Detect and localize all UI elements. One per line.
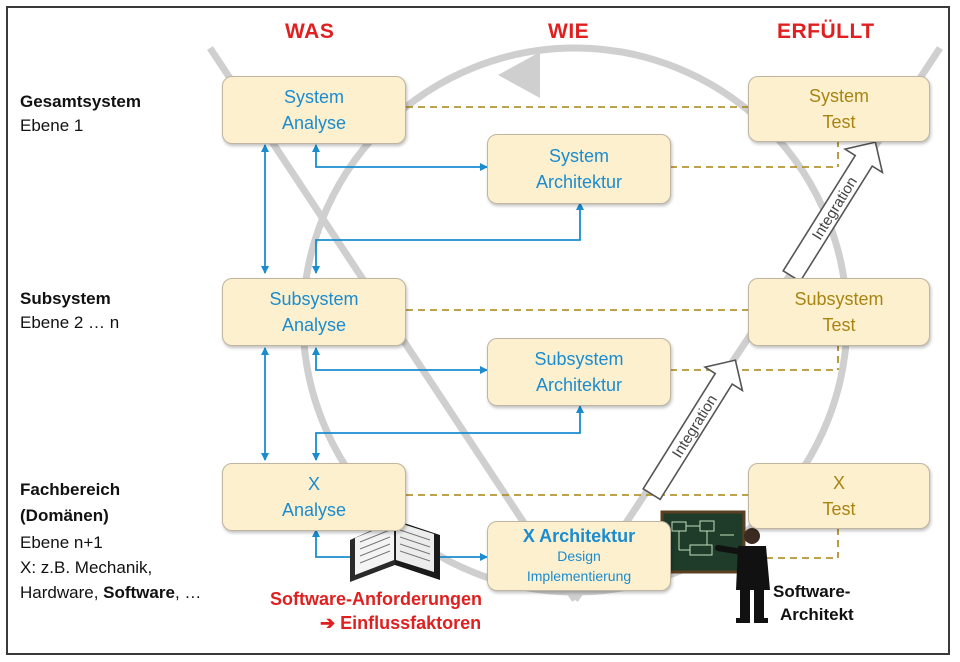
level-fach-title1: Fachbereich (20, 480, 121, 499)
integration-arrow-upper (782, 141, 884, 283)
level-fach-line3c: , … (174, 583, 202, 602)
box-subsystem-test[interactable]: Subsystem Test (748, 278, 930, 346)
architekt-line1: Software- (773, 582, 851, 601)
box-subsystem-architektur-line2: Architektur (535, 375, 623, 395)
box-x-analyse[interactable]: X Analyse (222, 463, 406, 531)
box-system-architektur-line2: Architektur (535, 172, 623, 192)
architect-at-chalkboard-icon (660, 510, 770, 623)
box-x-analyse-line1: X (307, 474, 320, 494)
box-system-analyse[interactable]: System Analyse (222, 76, 406, 144)
box-system-test-line2: Test (822, 112, 856, 132)
box-x-test-line1: X (832, 473, 845, 493)
box-subsystem-architektur-line1: Subsystem (534, 349, 624, 369)
blue-arrows (261, 144, 584, 561)
box-x-test[interactable]: X Test (748, 463, 930, 529)
box-system-architektur[interactable]: System Architektur (487, 134, 671, 204)
level-fach-line2: X: z.B. Mechanik, (20, 558, 153, 577)
box-subsystem-architektur[interactable]: Subsystem Architektur (487, 338, 671, 406)
box-system-analyse-line2: Analyse (281, 113, 347, 133)
box-subsystem-analyse[interactable]: Subsystem Analyse (222, 278, 406, 346)
open-book-icon (350, 520, 440, 582)
box-x-analyse-line2: Analyse (281, 500, 347, 520)
level-gesamtsystem-sub: Ebene 1 (20, 116, 84, 135)
box-subsystem-test-line2: Test (822, 315, 856, 335)
box-x-architektur-line1: X Architektur (522, 526, 636, 546)
box-system-test-line1: System (808, 86, 869, 106)
header-wie: WIE (548, 20, 590, 43)
box-subsystem-test-line1: Subsystem (794, 289, 884, 309)
box-system-architektur-line1: System (548, 146, 609, 166)
level-fach-line3a: Hardware, (20, 583, 104, 602)
box-x-architektur[interactable]: X Architektur Design Implementierung (487, 521, 671, 591)
box-subsystem-analyse-line2: Analyse (281, 315, 347, 335)
box-x-test-line2: Test (822, 499, 856, 519)
box-system-analyse-line1: System (283, 87, 344, 107)
level-subsystem-sub: Ebene 2 … n (20, 313, 120, 332)
level-gesamtsystem-title: Gesamtsystem (20, 92, 141, 111)
box-subsystem-analyse-line1: Subsystem (269, 289, 359, 309)
anforderungen-line2: ➔ Einflussfaktoren (320, 613, 482, 633)
architekt-line2: Architekt (780, 605, 854, 624)
level-subsystem-title: Subsystem (20, 289, 111, 308)
box-system-test[interactable]: System Test (748, 76, 930, 142)
cycle-arrowhead-icon (498, 52, 540, 98)
level-fach-line3: Hardware, Software, … (20, 581, 201, 605)
level-fach-line1: Ebene n+1 (20, 533, 103, 552)
box-x-architektur-line3: Implementierung (526, 568, 632, 584)
anforderungen-line1: Software-Anforderungen (270, 589, 483, 609)
level-fach-title2: (Domänen) (20, 506, 109, 525)
header-erfuellt: ERFÜLLT (777, 20, 875, 43)
header-was: WAS (285, 20, 335, 43)
box-x-architektur-line2: Design (557, 548, 601, 564)
integration-arrow-lower (642, 359, 744, 501)
level-fach-software: Software (103, 583, 175, 602)
